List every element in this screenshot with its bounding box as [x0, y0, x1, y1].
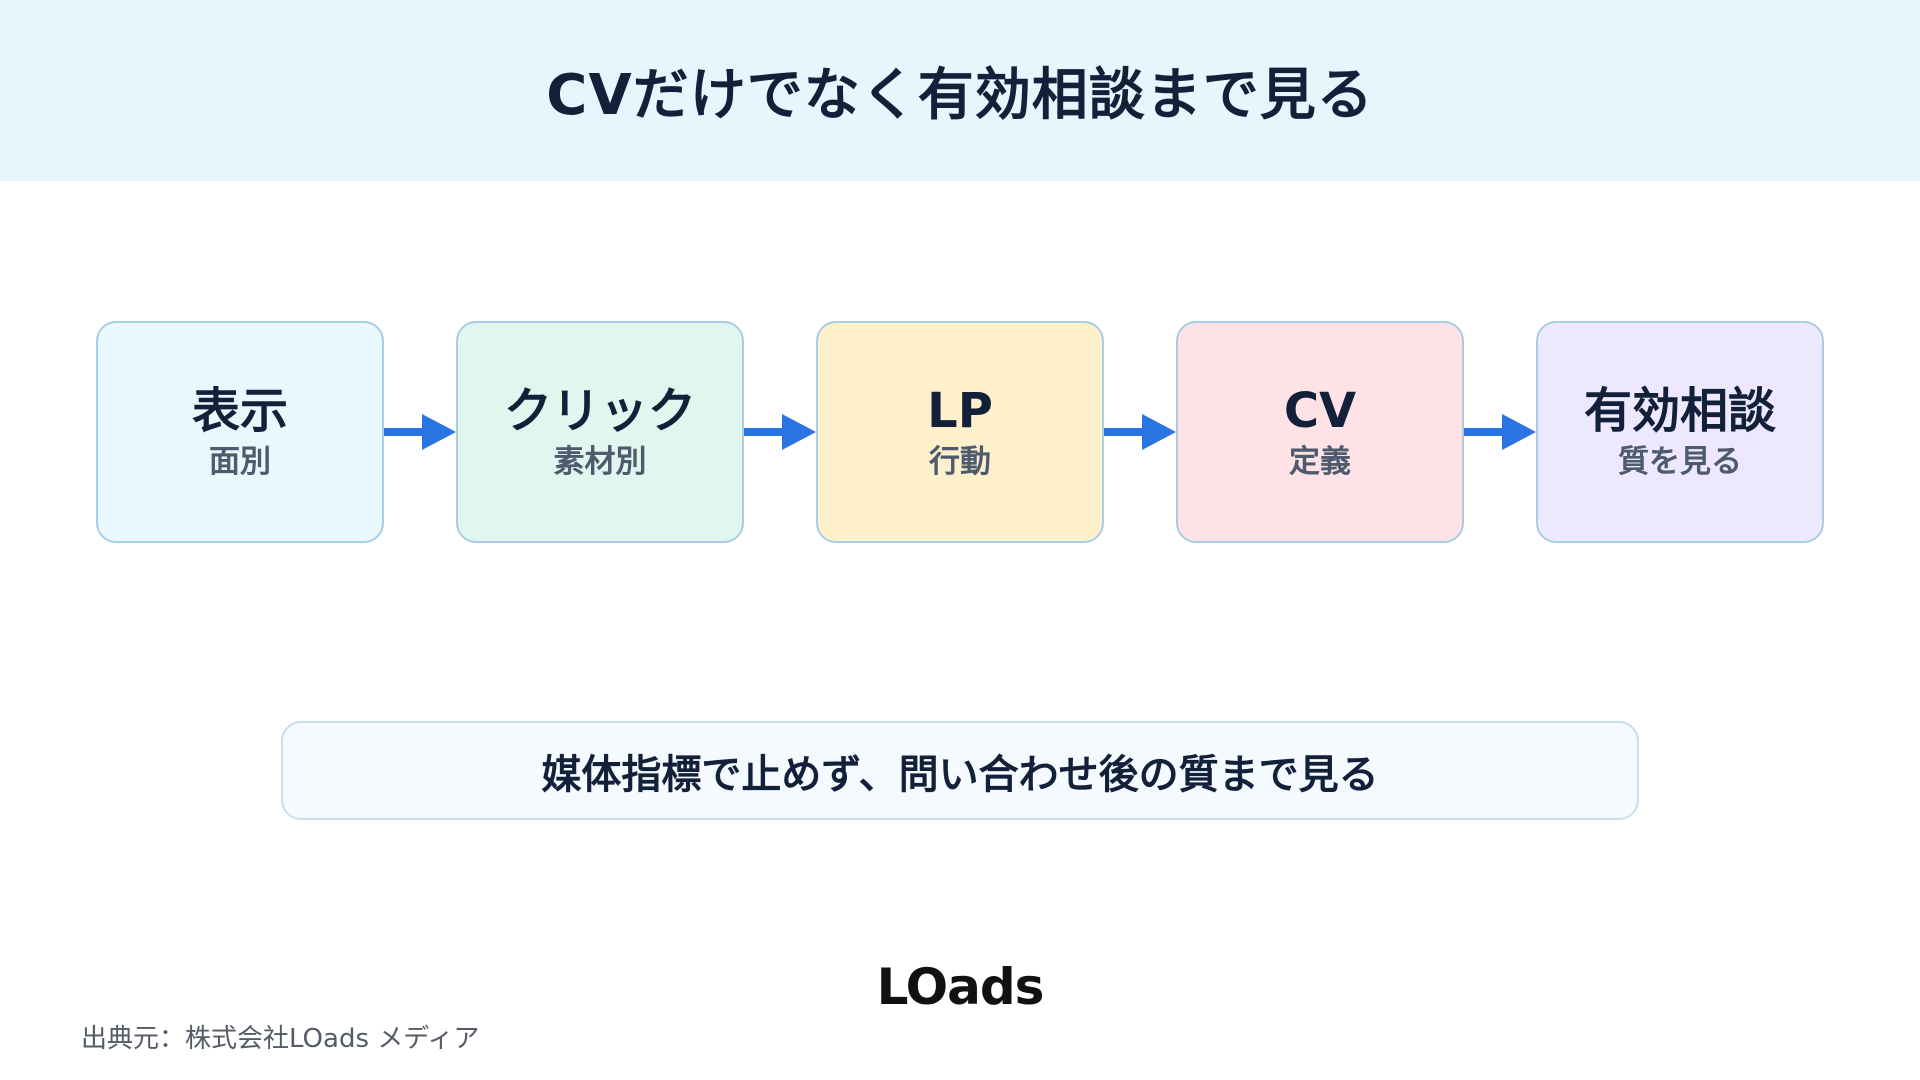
arrow-right-icon: [384, 414, 456, 450]
step-title: 有効相談: [1583, 382, 1776, 439]
arrow-right-icon: [1104, 414, 1176, 450]
arrow-head: [1502, 414, 1536, 450]
step-title: LP: [927, 382, 993, 439]
arrow-shaft: [1104, 428, 1144, 436]
callout-text: 媒体指標で止めず、問い合わせ後の質まで見る: [541, 751, 1379, 798]
arrow-shaft: [384, 428, 424, 436]
arrow-right-icon: [744, 414, 816, 450]
step-title: 表示: [191, 382, 288, 439]
arrow-head: [782, 414, 816, 450]
step-subtitle: 質を見る: [1618, 443, 1742, 480]
brand-logo: LOads: [876, 958, 1045, 1016]
step-display: 表示 面別: [96, 321, 384, 543]
step-subtitle: 面別: [209, 443, 271, 480]
step-title: クリック: [503, 382, 696, 439]
arrow-right-icon: [1464, 414, 1536, 450]
page-title: CVだけでなく有効相談まで見る: [546, 63, 1374, 128]
step-lp: LP 行動: [816, 321, 1104, 543]
step-cv: CV 定義: [1176, 321, 1464, 543]
step-subtitle: 素材別: [553, 443, 647, 480]
arrow-head: [422, 414, 456, 450]
source-credit: 出典元：株式会社LOads メディア: [81, 1024, 480, 1054]
step-click: クリック 素材別: [456, 321, 744, 543]
header-banner: CVだけでなく有効相談まで見る: [0, 0, 1920, 181]
step-subtitle: 定義: [1289, 443, 1351, 480]
step-subtitle: 行動: [929, 443, 991, 480]
step-title: CV: [1283, 382, 1357, 439]
step-valid-consultation: 有効相談 質を見る: [1536, 321, 1824, 543]
callout-box: 媒体指標で止めず、問い合わせ後の質まで見る: [281, 721, 1639, 820]
arrow-shaft: [744, 428, 784, 436]
arrow-shaft: [1464, 428, 1504, 436]
arrow-head: [1142, 414, 1176, 450]
